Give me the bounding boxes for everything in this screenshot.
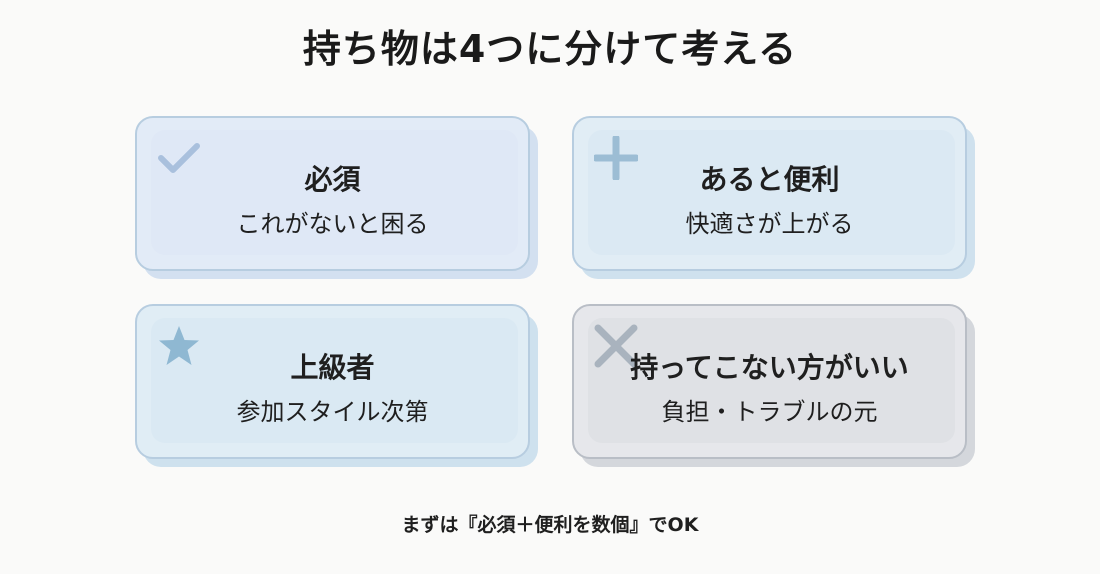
card-heading: 必須	[304, 163, 361, 196]
footer-note: まずは『必須＋便利を数個』でOK	[401, 514, 699, 536]
card-heading: 上級者	[290, 351, 375, 384]
card-advanced: 上級者 参加スタイル次第	[135, 304, 538, 467]
card-subtext: これがないと困る	[236, 210, 429, 238]
star-icon	[159, 326, 199, 365]
card-subtext: 快適さが上がる	[685, 210, 854, 238]
card-heading: 持ってこない方がいい	[630, 351, 909, 384]
plus-icon	[594, 136, 638, 180]
card-convenient: あると便利 快適さが上がる	[572, 116, 975, 279]
page-title: 持ち物は4つに分けて考える	[302, 27, 798, 71]
x-icon	[594, 324, 638, 368]
card-required: 必須 これがないと困る	[135, 116, 538, 279]
card-avoid: 持ってこない方がいい 負担・トラブルの元	[572, 304, 975, 467]
check-icon	[158, 143, 200, 173]
card-subtext: 負担・トラブルの元	[661, 398, 878, 426]
card-subtext: 参加スタイル次第	[236, 398, 429, 426]
card-heading: あると便利	[699, 163, 840, 196]
